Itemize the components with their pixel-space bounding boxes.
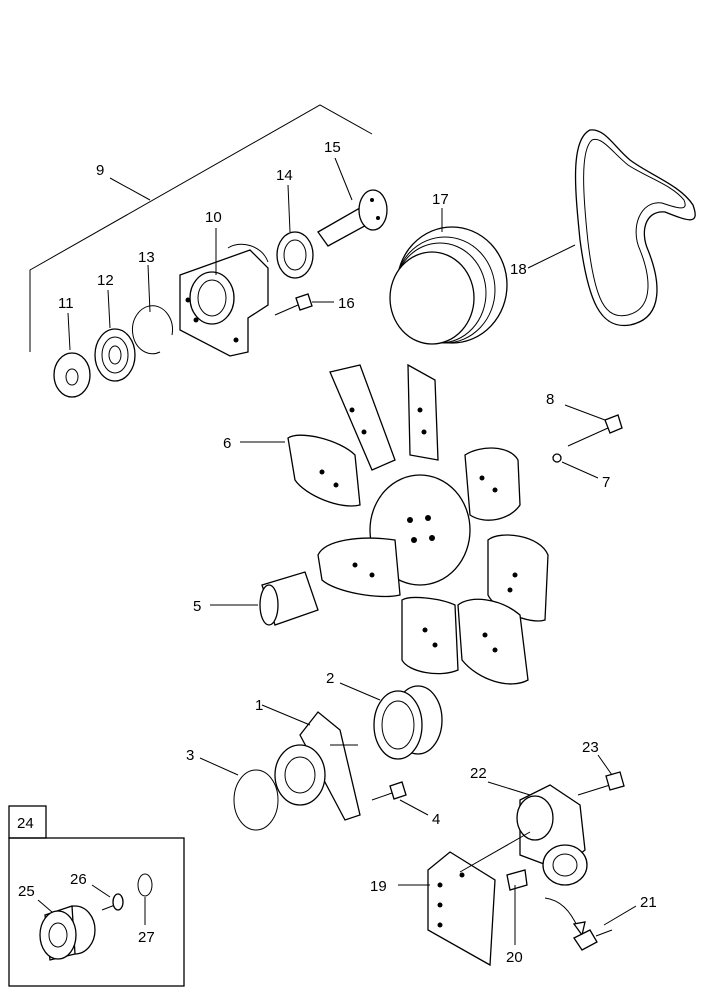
callout-21: 21: [640, 894, 657, 911]
part-6-fan: [240, 363, 549, 685]
inset-box-24: [8, 805, 185, 987]
callout-5: 5: [193, 598, 201, 615]
callout-24: 24: [17, 815, 34, 832]
callout-18: 18: [510, 261, 527, 278]
callout-19: 19: [370, 878, 387, 895]
part-12-bearing: [94, 289, 136, 382]
callout-14: 14: [276, 167, 293, 184]
part-7-washer: [552, 453, 599, 479]
part-11-washer: [53, 312, 91, 398]
callout-17: 17: [432, 191, 449, 208]
callout-25: 25: [18, 883, 35, 900]
part-22-tensioner: [487, 781, 588, 886]
part-1-pump: [261, 704, 361, 821]
part-4-bolt: [371, 781, 429, 816]
callout-26: 26: [70, 871, 87, 888]
part-8-bolt: [564, 404, 623, 447]
part-17-pulley: [389, 208, 508, 345]
part-25-roller: [37, 899, 96, 961]
callout-9: 9: [96, 162, 104, 179]
callout-27: 27: [138, 929, 155, 946]
part-19-bracket: [398, 831, 531, 967]
part-26-bolt: [91, 884, 124, 911]
callout-13: 13: [138, 249, 155, 266]
callout-22: 22: [470, 765, 487, 782]
callout-2: 2: [326, 670, 334, 687]
part-21-bolt: [544, 897, 637, 951]
callout-12: 12: [97, 272, 114, 289]
callout-6: 6: [223, 435, 231, 452]
part-18-belt: [527, 129, 696, 327]
part-16-bolt: [274, 293, 334, 316]
assembly-bracket-9: [29, 104, 373, 352]
part-2-hub: [339, 682, 443, 760]
part-13-circlip: [131, 264, 173, 355]
callout-labels: 1 2 3 4 5 6 7 8 9 10 11 12 13 14 15 16 1…: [17, 139, 657, 966]
part-3-ring: [199, 757, 279, 831]
callout-4: 4: [432, 811, 440, 828]
part-14-bearing: [276, 184, 314, 279]
part-23-bolt: [577, 754, 625, 796]
callout-15: 15: [324, 139, 341, 156]
part-15-shaft: [317, 157, 388, 247]
part-27-washer: [137, 873, 153, 925]
callout-10: 10: [205, 209, 222, 226]
part-5-spacer: [210, 571, 319, 626]
callout-1: 1: [255, 697, 263, 714]
callout-23: 23: [582, 739, 599, 756]
callout-8: 8: [546, 391, 554, 408]
callout-16: 16: [338, 295, 355, 312]
callout-3: 3: [186, 747, 194, 764]
part-10-housing: [179, 228, 269, 357]
callout-11: 11: [58, 295, 74, 312]
part-20-bolt: [506, 869, 528, 945]
callout-7: 7: [602, 474, 610, 491]
callout-20: 20: [506, 949, 523, 966]
